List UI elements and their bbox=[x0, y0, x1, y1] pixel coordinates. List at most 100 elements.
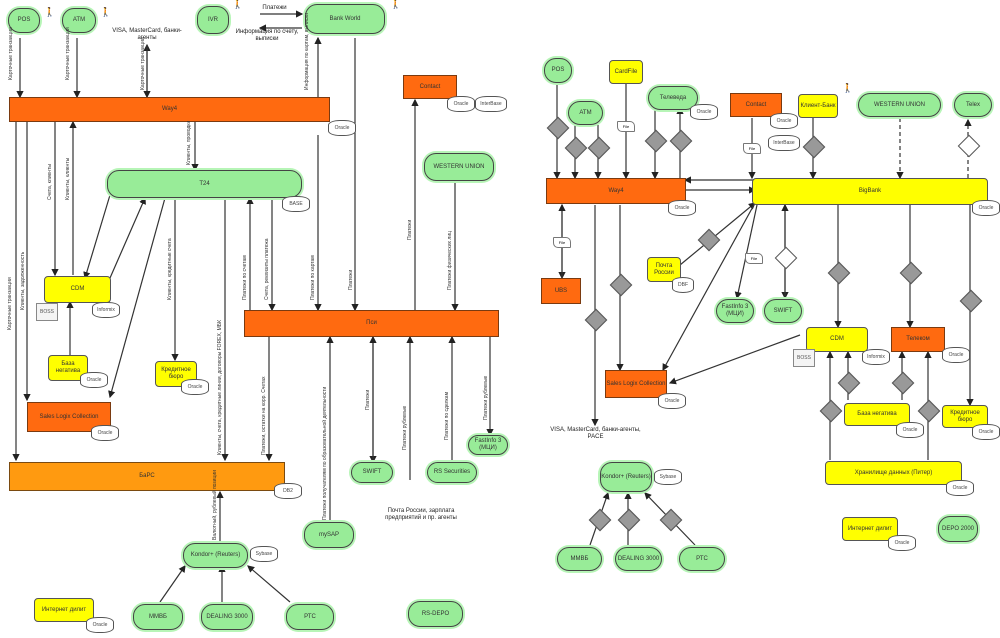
node-pos-processing[interactable]: Пси bbox=[244, 310, 499, 337]
database-oracle: Oracle bbox=[972, 200, 1000, 216]
node-atm[interactable]: ATM bbox=[568, 101, 603, 125]
database-informix: Informix bbox=[92, 302, 120, 318]
node-internet-dilit[interactable]: Интернет дилит bbox=[842, 517, 898, 541]
node-cardfile[interactable]: CardFile bbox=[609, 60, 643, 84]
node-internet-dilit[interactable]: Интернет дилит bbox=[34, 598, 94, 622]
edge-label: Клиенты, клиенты bbox=[65, 157, 71, 200]
database-base: BASE bbox=[282, 196, 310, 212]
node-contact[interactable]: Contact bbox=[730, 93, 782, 117]
edge-label: Платежи bbox=[365, 389, 371, 410]
database-interbase: InterBase bbox=[475, 96, 507, 112]
edge-label-payments: Платежи bbox=[262, 5, 287, 11]
edge-label: Счета, клиенты bbox=[47, 164, 53, 200]
node-way4[interactable]: Way4 bbox=[546, 178, 686, 204]
node-kondor[interactable]: Kondor+ (Reuters) bbox=[600, 462, 652, 492]
database-dbf: DBF bbox=[672, 277, 694, 293]
node-telekom[interactable]: Телеком bbox=[891, 327, 945, 352]
node-cdm[interactable]: CDM bbox=[806, 327, 868, 352]
node-fastinfo[interactable]: FastInfo 3 (МЦИ) bbox=[716, 299, 754, 323]
edge-label: Платежи получателям по образовательной д… bbox=[322, 386, 328, 520]
database-db2: DB2 bbox=[274, 483, 302, 499]
database-oracle: Oracle bbox=[447, 96, 475, 112]
edge-label: Карточные транзакции bbox=[8, 27, 14, 80]
node-rs-securities[interactable]: RS Securities bbox=[427, 462, 477, 483]
node-ivr[interactable]: IVR bbox=[197, 6, 229, 34]
database-oracle: Oracle bbox=[86, 617, 114, 633]
node-dealing-3000[interactable]: DEALING 3000 bbox=[615, 547, 662, 571]
note-visa-mastercard: VISA, MasterCard, банки-агенты bbox=[112, 28, 182, 41]
database-oracle: Oracle bbox=[888, 535, 916, 551]
database-oracle: Oracle bbox=[181, 379, 209, 395]
file-flag-icon: File bbox=[745, 253, 763, 264]
node-bigbank[interactable]: BigBank bbox=[752, 178, 988, 205]
edge-label: Карточные транзакции bbox=[140, 37, 146, 90]
edge-label: Платежи, остатки на корр. Счетах bbox=[261, 376, 267, 456]
node-rts[interactable]: РТС bbox=[679, 547, 725, 571]
node-cdm[interactable]: CDM bbox=[44, 276, 111, 303]
node-depo-2000[interactable]: DEPO 2000 bbox=[938, 516, 978, 542]
edge-label: Клиенты, задолженность bbox=[20, 251, 26, 310]
node-western-union[interactable]: WESTERN UNION bbox=[858, 93, 941, 117]
node-t24[interactable]: T24 bbox=[107, 170, 302, 198]
database-oracle: Oracle bbox=[896, 422, 924, 438]
node-telex[interactable]: Telex bbox=[954, 93, 992, 117]
node-pos[interactable]: POS bbox=[8, 8, 40, 33]
node-fastinfo[interactable]: FastInfo 3 (МЦИ) bbox=[468, 435, 508, 455]
node-bars[interactable]: БаРС bbox=[9, 462, 285, 491]
actor-icon: 🚶 bbox=[44, 7, 56, 17]
edge-label: Карточные транзакции bbox=[65, 27, 71, 80]
database-sybase: Sybase bbox=[654, 469, 682, 485]
node-way4[interactable]: Way4 bbox=[9, 97, 330, 122]
node-data-warehouse[interactable]: Хранилище данных (Питер) bbox=[825, 461, 962, 485]
node-kondor[interactable]: Kondor+ (Reuters) bbox=[183, 543, 248, 568]
actor-icon: 🚶 bbox=[390, 0, 402, 9]
database-oracle: Oracle bbox=[658, 393, 686, 409]
edge-label: Платежи по картам bbox=[310, 255, 316, 300]
node-swift[interactable]: SWIFT bbox=[764, 299, 802, 323]
node-pos[interactable]: POS bbox=[544, 58, 572, 83]
edge-label: Платежи bbox=[407, 219, 413, 240]
system-boss: BOSS bbox=[36, 303, 58, 321]
database-oracle: Oracle bbox=[770, 113, 798, 129]
node-rs-depo[interactable]: RS-DEPO bbox=[408, 601, 463, 627]
node-western-union[interactable]: WESTERN UNION bbox=[424, 153, 494, 181]
database-oracle: Oracle bbox=[328, 120, 356, 136]
database-oracle: Oracle bbox=[972, 424, 1000, 440]
node-swift[interactable]: SWIFT bbox=[351, 462, 393, 483]
edge-label: Карточные транзакции bbox=[7, 277, 13, 330]
node-kreditnoe-buro[interactable]: Кредитное бюро bbox=[942, 405, 988, 428]
database-sybase: Sybase bbox=[250, 546, 278, 562]
note-pochta-rossii: Почта России, зарплата предприятий и пр.… bbox=[385, 508, 457, 521]
edge-label: Платежи физических лиц bbox=[447, 231, 453, 290]
edge-label: Платежи по счетам bbox=[242, 255, 248, 300]
node-bank-world[interactable]: Bank World bbox=[305, 4, 385, 34]
database-oracle: Oracle bbox=[942, 347, 970, 363]
node-mmbb[interactable]: ММВБ bbox=[133, 604, 183, 630]
node-telebank[interactable]: Телеведа bbox=[648, 86, 698, 110]
edge-label: Платежи по сделкам bbox=[444, 391, 450, 440]
edge-label: Платежи bbox=[348, 269, 354, 290]
database-oracle: Oracle bbox=[668, 200, 696, 216]
node-rts[interactable]: РТС bbox=[286, 604, 334, 630]
database-oracle: Oracle bbox=[91, 425, 119, 441]
actor-icon: 🚶 bbox=[842, 83, 854, 93]
edge-label: Платежи рублевые bbox=[483, 375, 489, 420]
node-client-bank[interactable]: Клиент-Банк bbox=[798, 94, 838, 118]
node-mmbb[interactable]: ММВБ bbox=[557, 547, 602, 571]
actor-icon: 🚶 bbox=[100, 7, 112, 17]
node-base-negativa[interactable]: База негатива bbox=[844, 403, 910, 426]
node-sales-logix-collection[interactable]: Sales Logix Collection bbox=[605, 370, 667, 398]
file-flag-icon: File bbox=[743, 143, 761, 154]
node-atm[interactable]: ATM bbox=[62, 8, 96, 33]
note-visa-mastercard-pace: VISA, MasterCard, банки-агенты, PACE bbox=[550, 427, 641, 440]
database-oracle: Oracle bbox=[946, 480, 974, 496]
edge-label: Клиенты, счета, кредитные линии, договор… bbox=[217, 320, 223, 455]
database-oracle: Oracle bbox=[80, 372, 108, 388]
node-dealing-3000[interactable]: DEALING 3000 bbox=[201, 604, 253, 630]
node-mysap[interactable]: mySAP bbox=[304, 522, 354, 548]
node-contact[interactable]: Contact bbox=[403, 75, 457, 99]
node-ubs[interactable]: UBS bbox=[541, 278, 581, 304]
edge-label: Информация по картам, выписки bbox=[304, 12, 310, 90]
database-oracle: Oracle bbox=[690, 104, 718, 120]
system-boss: BOSS bbox=[793, 349, 815, 367]
